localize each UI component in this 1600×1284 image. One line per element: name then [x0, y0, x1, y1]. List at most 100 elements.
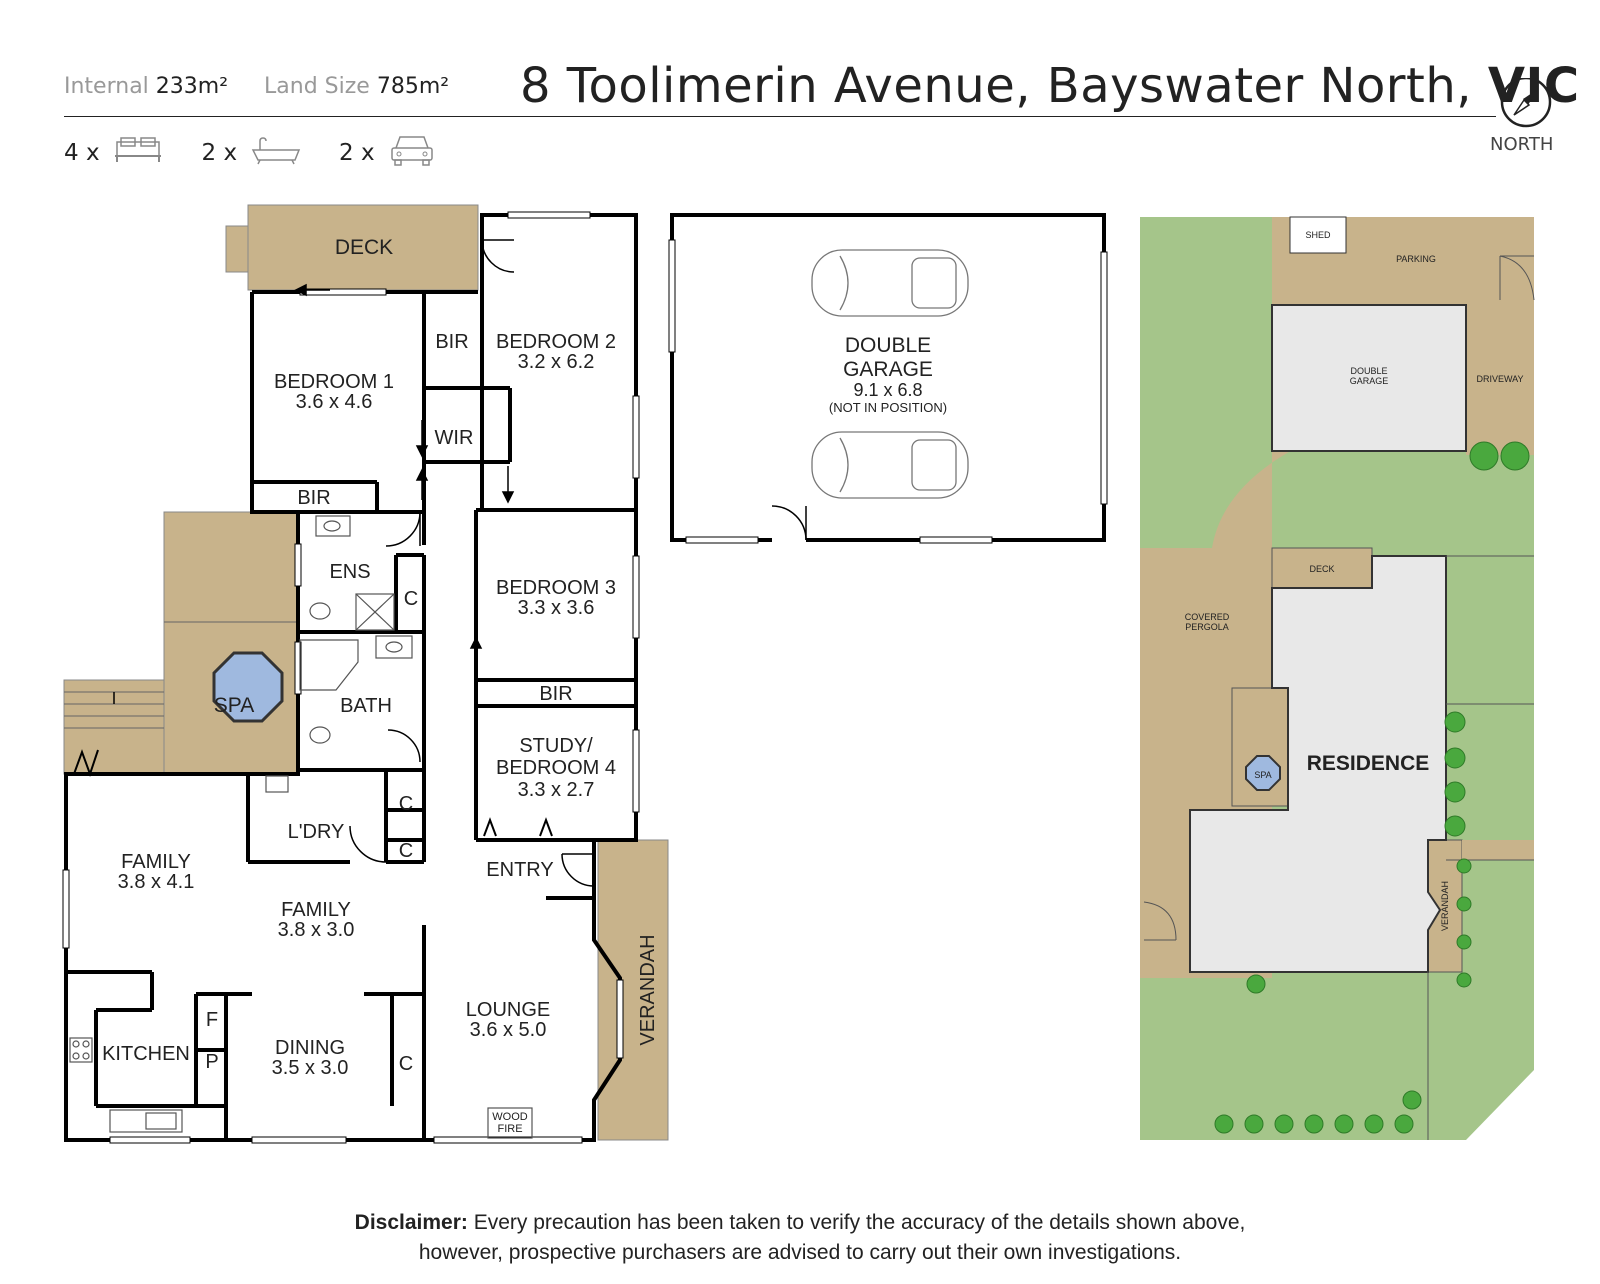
label-lounge: LOUNGE — [466, 999, 550, 1021]
label-woodfire1: WOOD — [492, 1111, 527, 1123]
trees — [1214, 441, 1530, 1134]
door-swings — [349, 239, 595, 887]
label-dining: DINING — [275, 1037, 345, 1059]
label-bedroom3: BEDROOM 3 — [496, 577, 616, 599]
site-garage1: DOUBLE — [1350, 366, 1387, 376]
door-arrows — [113, 283, 515, 704]
label-cupboard-l1: C — [399, 793, 413, 815]
bath-icon — [252, 137, 301, 165]
property-stats: Internal 233m² Land Size 785m² — [64, 74, 449, 99]
label-kitchen: KITCHEN — [102, 1043, 190, 1065]
label-bedroom1: BEDROOM 1 — [274, 371, 394, 393]
deck-steps — [225, 225, 249, 273]
label-spa: SPA — [214, 694, 254, 717]
garage-plan: DOUBLE GARAGE 9.1 x 6.8 (NOT IN POSITION… — [668, 213, 1108, 544]
site-garage2: GARAGE — [1350, 376, 1389, 386]
label-pantry: P — [205, 1051, 218, 1073]
floor-labels: DECK BEDROOM 1 3.6 x 4.6 BIR BEDROOM 2 3… — [102, 236, 659, 1135]
internal-value: 233m² — [155, 74, 229, 99]
label-laundry: L'DRY — [288, 821, 345, 843]
residence-building — [1189, 555, 1447, 973]
site-pergola2: PERGOLA — [1185, 622, 1229, 632]
size-family2: 3.8 x 3.0 — [278, 919, 355, 941]
disclaimer-line1: Disclaimer: Every precaution has been ta… — [0, 1208, 1600, 1238]
site-garage — [1271, 304, 1467, 452]
header-rule — [64, 116, 1496, 117]
site-driveway: DRIVEWAY — [1476, 374, 1523, 384]
side-path — [1462, 840, 1534, 860]
feature-counts: 4 x 2 x 2 x — [64, 134, 436, 168]
label-bath: BATH — [340, 695, 392, 717]
spa-pool — [212, 651, 284, 723]
deck-area — [247, 204, 479, 291]
garage-note: (NOT IN POSITION) — [829, 400, 947, 415]
site-deck-label: DECK — [1309, 564, 1334, 574]
label-wir: WIR — [435, 427, 474, 449]
garage-labels: DOUBLE GARAGE 9.1 x 6.8 (NOT IN POSITION… — [829, 334, 947, 415]
address: 8 Toolimerin Avenue, Bayswater North, — [520, 58, 1473, 114]
car-count: 2 x — [339, 140, 375, 166]
bed-count: 4 x — [64, 140, 100, 166]
size-bedroom2: 3.2 x 6.2 — [518, 351, 595, 373]
size-study: 3.3 x 2.7 — [518, 779, 595, 801]
label-bir-bed3: BIR — [539, 683, 572, 705]
site-shed: SHED — [1305, 230, 1331, 240]
size-lounge: 3.6 x 5.0 — [470, 1019, 547, 1041]
site-spa-label: SPA — [1254, 770, 1271, 780]
label-family2: FAMILY — [281, 899, 351, 921]
bed-icon — [114, 137, 161, 162]
site-pergola1: COVERED — [1185, 612, 1230, 622]
size-dining: 3.5 x 3.0 — [272, 1057, 349, 1079]
site-labels: SHED PARKING DOUBLE GARAGE DRIVEWAY DECK… — [1185, 230, 1524, 931]
label-bir-top: BIR — [435, 331, 468, 353]
label-family1: FAMILY — [121, 851, 191, 873]
site-lines — [1143, 255, 1535, 1140]
label-verandah: VERANDAH — [637, 934, 659, 1045]
label-bedroom4: BEDROOM 4 — [496, 757, 616, 779]
garage-name1: DOUBLE — [845, 334, 931, 357]
land-label: Land Size — [264, 74, 370, 99]
garage-size: 9.1 x 6.8 — [853, 380, 922, 400]
car-icon — [391, 136, 433, 166]
label-cupboard-l2: C — [399, 840, 413, 862]
site-parking: PARKING — [1396, 254, 1436, 264]
label-cupboard-ens: C — [404, 588, 418, 610]
size-bedroom1: 3.6 x 4.6 — [296, 391, 373, 413]
disclaimer-text1: Every precaution has been taken to verif… — [467, 1211, 1246, 1234]
site-spa-pool — [1245, 755, 1281, 791]
shed — [1289, 216, 1347, 254]
size-family1: 3.8 x 4.1 — [118, 871, 195, 893]
label-entry: ENTRY — [486, 859, 553, 881]
disclaimer-label: Disclaimer: — [354, 1211, 468, 1234]
windows — [62, 211, 640, 1144]
driveway-area — [1466, 305, 1534, 455]
site-verandah-label: VERANDAH — [1440, 881, 1450, 931]
bath-count: 2 x — [201, 140, 238, 166]
floor-plan: DECK BEDROOM 1 3.6 x 4.6 BIR BEDROOM 2 3… — [62, 204, 669, 1144]
site-residence: RESIDENCE — [1307, 752, 1430, 775]
internal-label: Internal — [64, 74, 149, 99]
label-fridge: F — [206, 1009, 218, 1031]
land-value: 785m² — [376, 74, 450, 99]
disclaimer: Disclaimer: Every precaution has been ta… — [0, 1208, 1600, 1268]
size-bedroom3: 3.3 x 3.6 — [518, 597, 595, 619]
label-cupboard-dining: C — [399, 1053, 413, 1075]
opening-marks — [73, 749, 553, 837]
car-drawings — [811, 249, 969, 499]
label-bir-bed1: BIR — [297, 487, 330, 509]
north-label: NORTH — [1490, 134, 1554, 155]
label-bedroom2: BEDROOM 2 — [496, 331, 616, 353]
label-deck: DECK — [335, 236, 393, 259]
label-woodfire2: FIRE — [497, 1123, 522, 1135]
disclaimer-line2: however, prospective purchasers are advi… — [418, 1241, 1182, 1264]
label-study: STUDY/ — [519, 735, 593, 757]
garage-name2: GARAGE — [843, 358, 933, 381]
fixtures — [69, 515, 533, 1139]
site-plan: SHED PARKING DOUBLE GARAGE DRIVEWAY DECK… — [1140, 216, 1535, 1140]
compass-icon — [1500, 78, 1552, 128]
path-area — [1212, 448, 1296, 548]
page-title: 8 Toolimerin Avenue, Bayswater North, VI… — [520, 58, 1580, 114]
label-ens: ENS — [329, 561, 370, 583]
spa-area — [163, 511, 299, 775]
